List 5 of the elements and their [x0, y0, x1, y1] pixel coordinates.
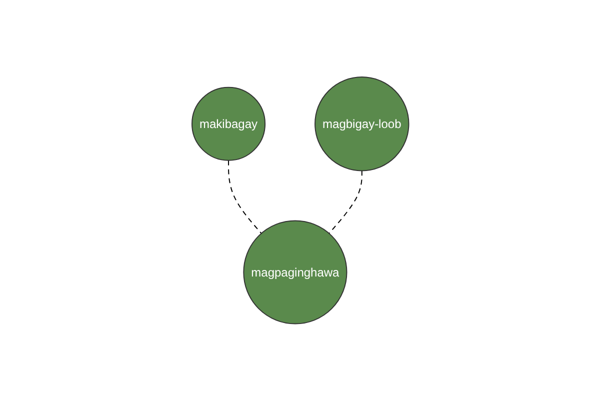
node-circle: magbigay-loob	[314, 76, 409, 171]
connector	[328, 170, 362, 234]
connector	[228, 159, 262, 234]
node-circle: makibagay	[191, 86, 266, 160]
node-circle: magpaginghawa	[242, 220, 347, 324]
